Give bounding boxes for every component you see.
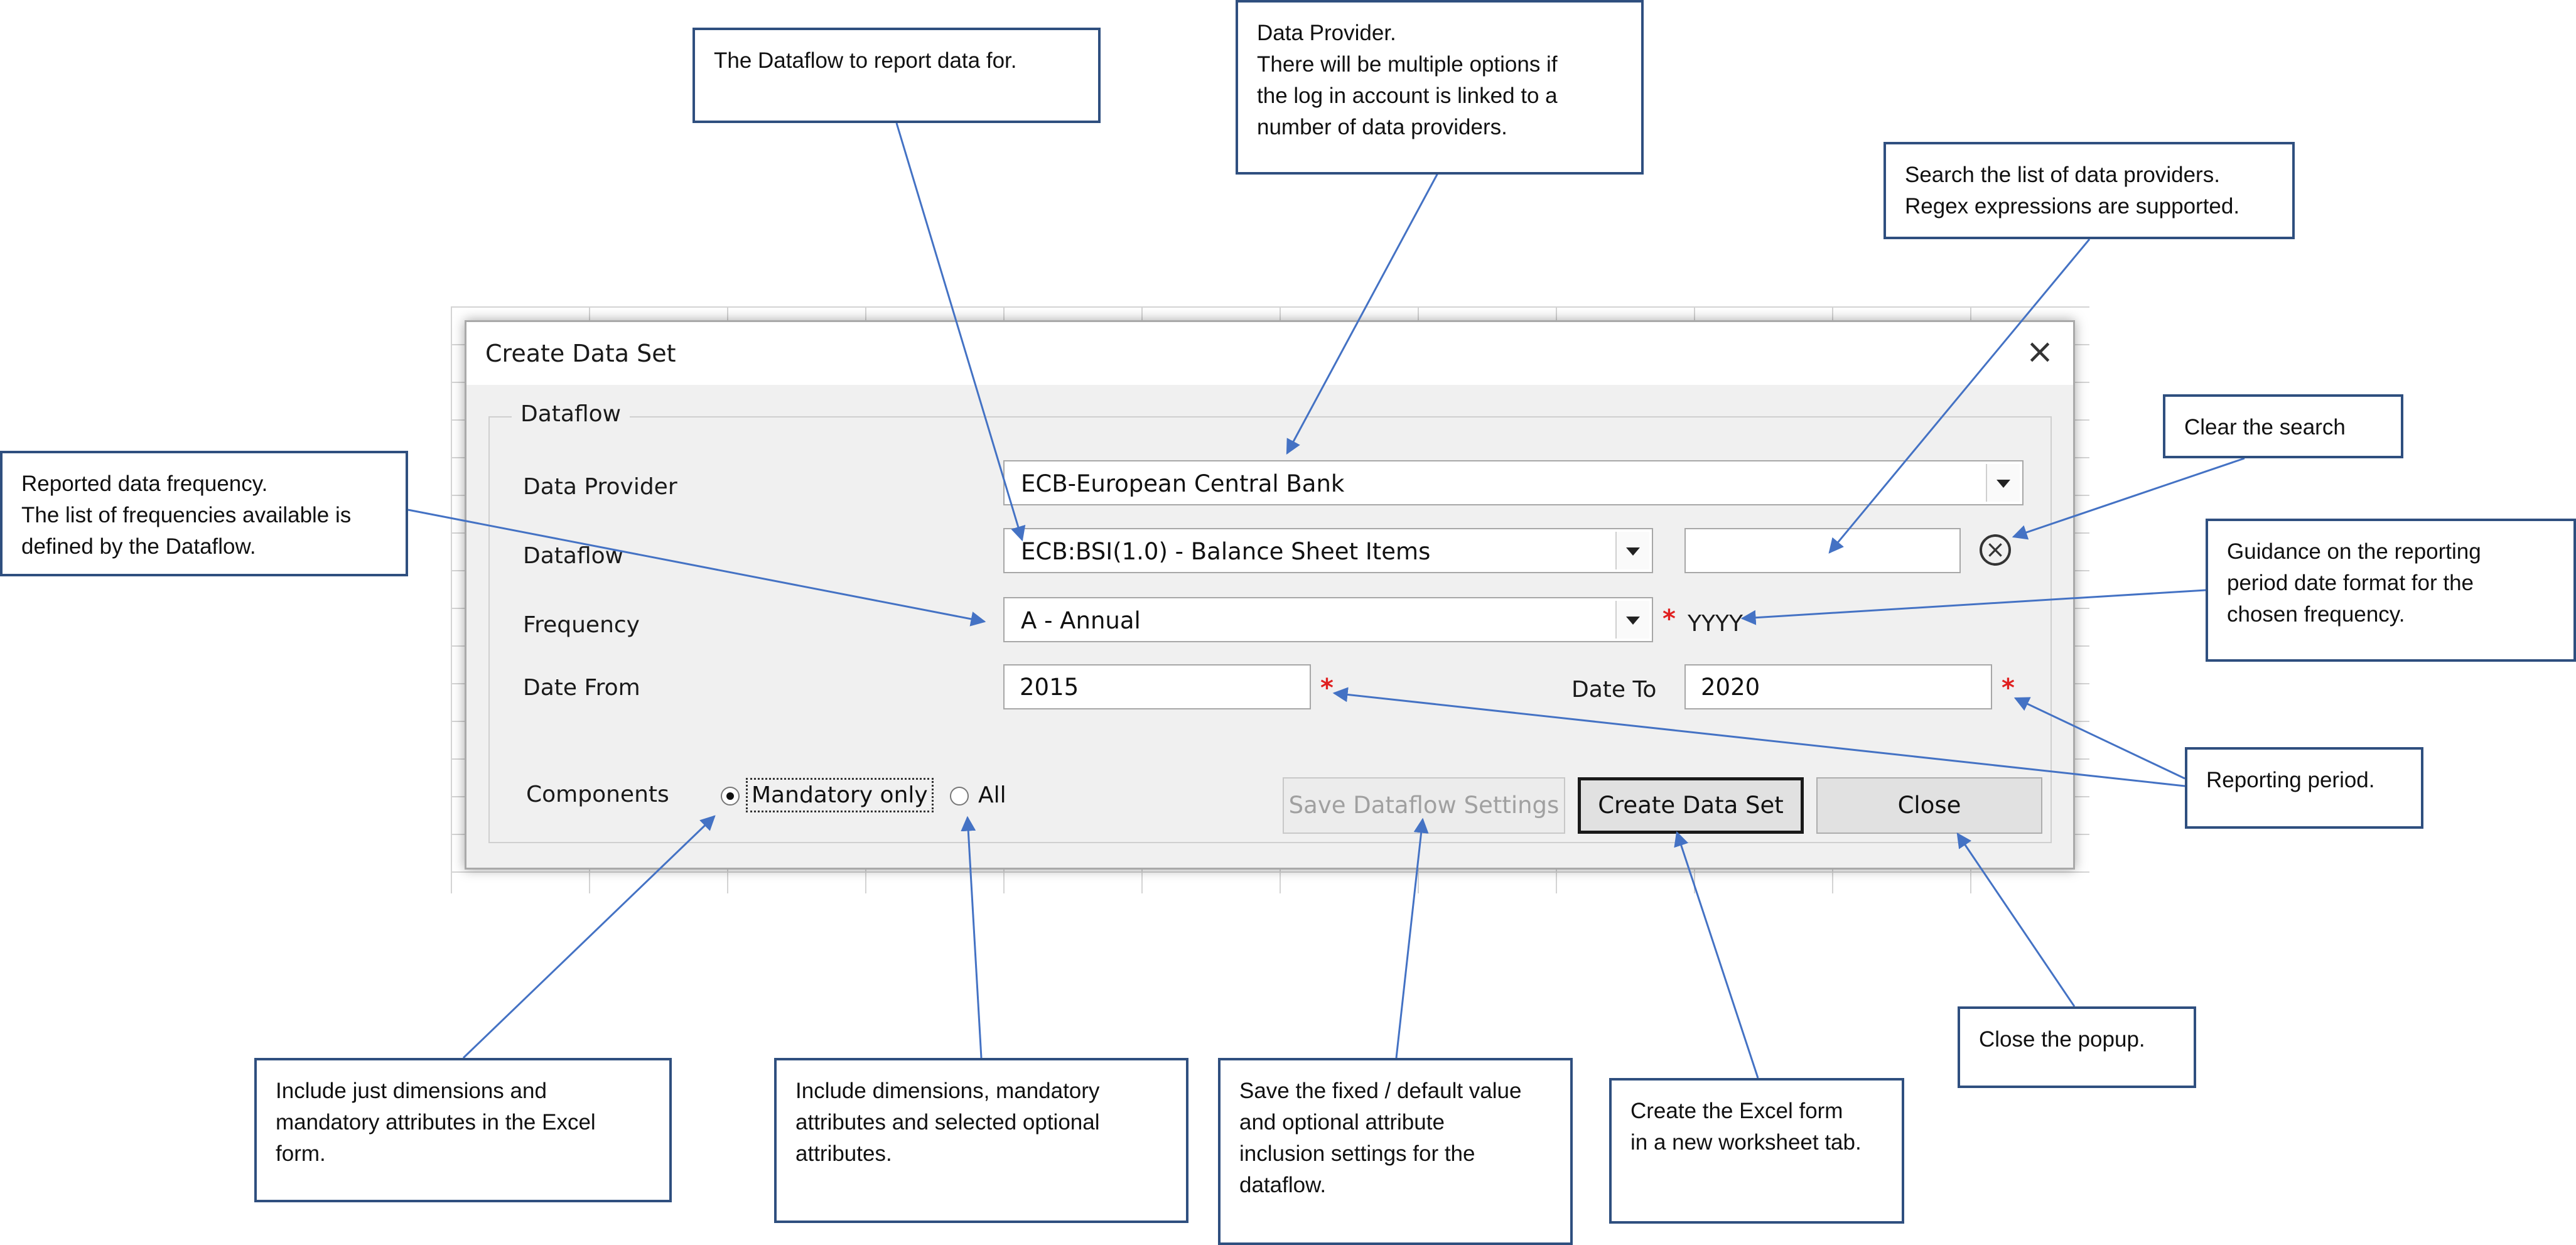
callout-frequency: Reported data frequency. The list of fre… — [0, 451, 408, 576]
data-provider-label: Data Provider — [523, 474, 677, 500]
search-input[interactable] — [1684, 528, 1961, 573]
radio-all-label[interactable]: All — [978, 782, 1006, 808]
callout-search: Search the list of data providers. Regex… — [1883, 142, 2295, 239]
dataflow-label: Dataflow — [523, 543, 624, 569]
data-provider-select[interactable]: ECB-European Central Bank — [1003, 460, 2024, 505]
dialog-titlebar: Create Data Set × — [466, 322, 2073, 385]
chevron-down-icon[interactable] — [1615, 532, 1649, 569]
components-label: Components — [526, 782, 669, 807]
frequency-select[interactable]: A - Annual — [1003, 597, 1653, 642]
radio-mandatory-only-label[interactable]: Mandatory only — [746, 778, 934, 812]
date-to-label: Date To — [1571, 677, 1657, 703]
date-from-label: Date From — [523, 675, 640, 701]
dataflow-value: ECB:BSI(1.0) - Balance Sheet Items — [1021, 538, 1431, 565]
frequency-label: Frequency — [523, 612, 640, 638]
frequency-required-mark: * — [1663, 605, 1676, 633]
create-data-set-dialog: Create Data Set × Dataflow Data Provider… — [465, 320, 2075, 870]
date-from-input[interactable] — [1003, 664, 1311, 709]
dataflow-groupbox: Dataflow — [488, 401, 2052, 843]
callout-date-format-guidance: Guidance on the reporting period date fo… — [2206, 519, 2576, 662]
dataflow-select[interactable]: ECB:BSI(1.0) - Balance Sheet Items — [1003, 528, 1653, 573]
save-dataflow-settings-button[interactable]: Save Dataflow Settings — [1283, 777, 1565, 834]
callout-data-provider: Data Provider. There will be multiple op… — [1236, 0, 1644, 175]
group-label: Dataflow — [512, 401, 630, 427]
callout-save-settings: Save the fixed / default value and optio… — [1218, 1058, 1573, 1245]
date-to-required-mark: * — [2002, 674, 2015, 703]
clear-search-icon[interactable]: × — [1980, 534, 2011, 566]
date-to-input[interactable] — [1684, 664, 1992, 709]
radio-mandatory-only[interactable] — [721, 787, 740, 806]
callout-mandatory-only: Include just dimensions and mandatory at… — [254, 1058, 672, 1202]
close-icon[interactable]: × — [2025, 331, 2054, 371]
callout-dataflow: The Dataflow to report data for. — [693, 28, 1101, 123]
date-format-hint: YYYY — [1688, 611, 1743, 637]
callout-reporting-period: Reporting period. — [2185, 747, 2423, 829]
chevron-down-icon[interactable] — [1615, 601, 1649, 639]
radio-all[interactable] — [950, 787, 969, 806]
close-button[interactable]: Close — [1816, 777, 2042, 834]
dialog-title: Create Data Set — [485, 340, 676, 367]
frequency-value: A - Annual — [1021, 607, 1141, 634]
callout-clear-search: Clear the search — [2163, 394, 2403, 458]
data-provider-value: ECB-European Central Bank — [1021, 470, 1345, 497]
date-from-required-mark: * — [1320, 674, 1334, 703]
callout-create-data-set: Create the Excel form in a new worksheet… — [1609, 1078, 1904, 1224]
callout-close: Close the popup. — [1958, 1006, 2196, 1088]
chevron-down-icon[interactable] — [1986, 464, 2020, 502]
callout-all: Include dimensions, mandatory attributes… — [774, 1058, 1188, 1223]
create-data-set-button[interactable]: Create Data Set — [1578, 777, 1804, 834]
